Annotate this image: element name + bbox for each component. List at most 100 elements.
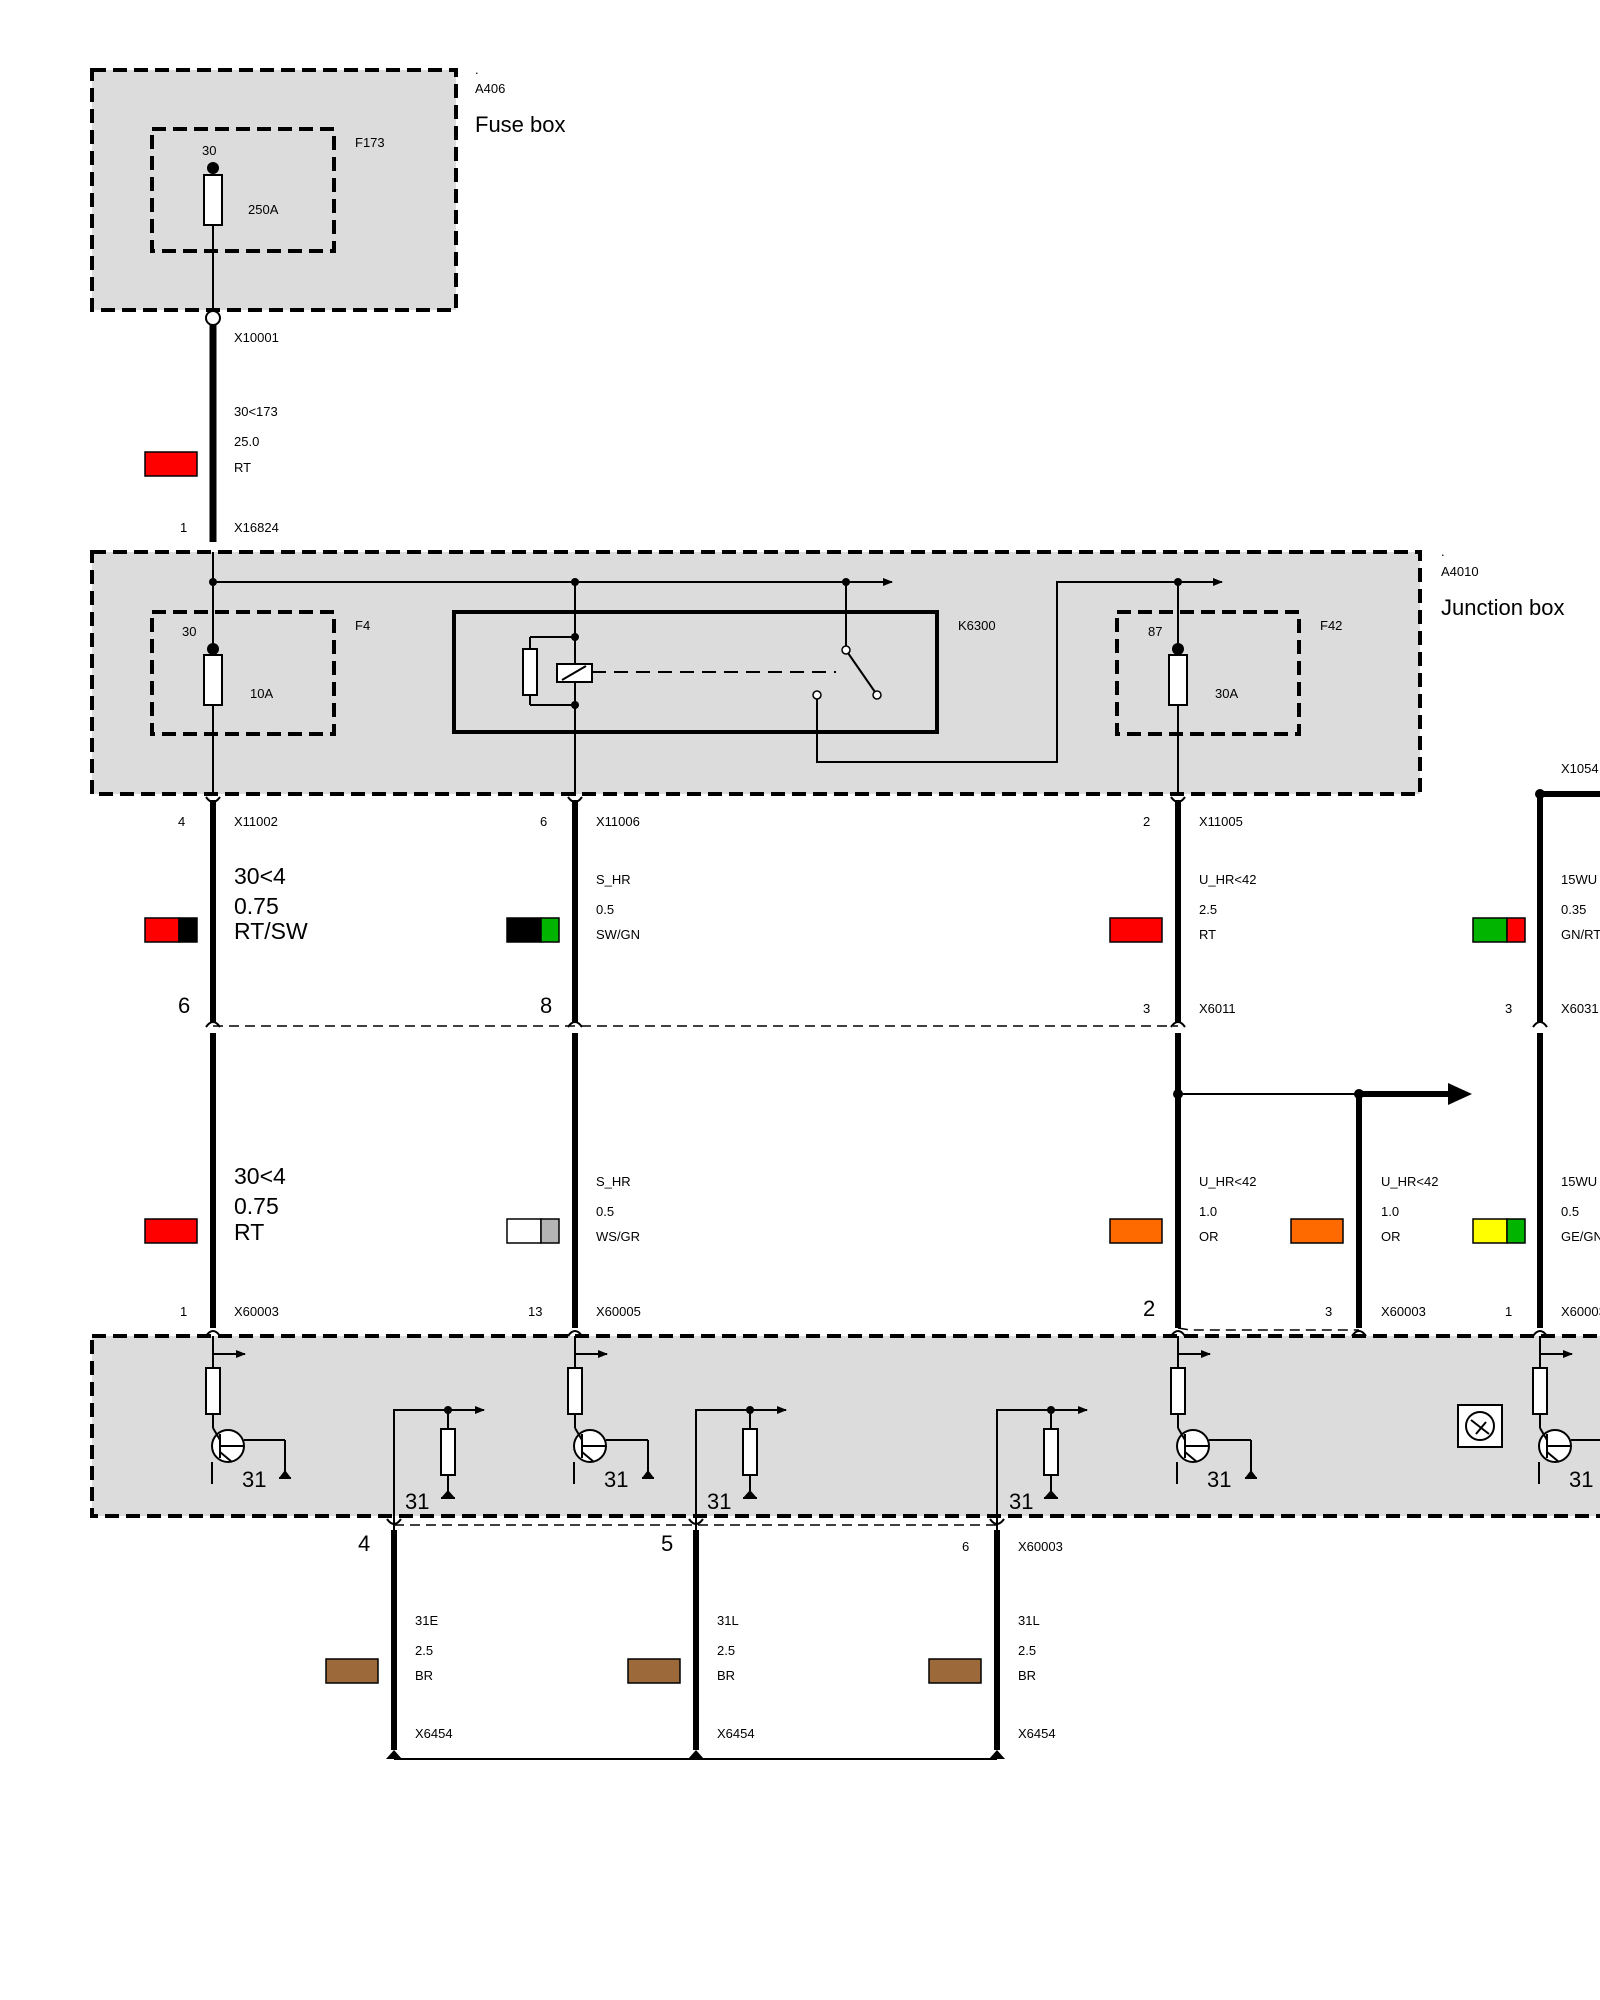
lower-wire-4-color: OR: [1381, 1229, 1401, 1244]
ground-label-5: 31: [405, 1489, 429, 1514]
mid-pin-6: 6: [178, 993, 190, 1018]
lower-wire-4-pin: 3: [1325, 1304, 1332, 1319]
wire-relay-pin: 6: [540, 814, 547, 829]
connector-x6031-label: X6031: [1561, 1001, 1599, 1016]
fuse-f173-pin: 30: [202, 143, 216, 158]
fuse-f173-symbol: [203, 174, 223, 226]
splice-node-a: [1173, 1089, 1183, 1099]
fuse-box-a406: [90, 68, 458, 326]
wire-f42-size: 2.5: [1199, 902, 1217, 917]
wire-f42-code: U_HR<42: [1199, 872, 1256, 887]
wire-main-size: 25.0: [234, 434, 259, 449]
connector-x16824-label: X16824: [234, 520, 279, 535]
lower-wire-1-code: 30<4: [234, 1163, 286, 1189]
wire-f42-color: RT: [1199, 927, 1216, 942]
relay-switch-contact: [847, 652, 876, 693]
lower-wire-1-color: RT: [234, 1219, 264, 1245]
wire-f4-pin: 4: [178, 814, 185, 829]
lower-wire-swatches: [144, 1218, 1526, 1244]
upper-wire-swatches: [144, 917, 1526, 943]
lower-wire-2-pin: 13: [528, 1304, 542, 1319]
wire-relay-code: S_HR: [596, 872, 631, 887]
lower-wire-4-size: 1.0: [1381, 1204, 1399, 1219]
connector-hooks-junction: [205, 796, 1186, 803]
ground-wire-1-connector: X6454: [415, 1726, 453, 1741]
ground-label-3: 31: [1207, 1467, 1231, 1492]
ecu-ground-stage-dots: [441, 1406, 1058, 1498]
lower-wire-5-connector: X60003: [1561, 1304, 1600, 1319]
ground-wire-3-pin-connector: X60003: [1018, 1539, 1063, 1554]
lower-wire-3-code: U_HR<42: [1199, 1174, 1256, 1189]
relay-k6300-frame: [452, 610, 939, 734]
lower-wire-lines: [210, 1033, 1543, 1328]
mid-pin-x6031: 3: [1505, 1001, 1512, 1016]
wire-f42-pin: 2: [1143, 814, 1150, 829]
lower-wire-1-pin: 1: [180, 1304, 187, 1319]
ground-bus: [386, 1750, 1005, 1760]
lower-wire-2-size: 0.5: [596, 1204, 614, 1219]
fuse-box-title: Fuse box: [475, 112, 566, 137]
lower-wire-1-size: 0.75: [234, 1193, 279, 1219]
connector-x11005-label: X11005: [1199, 814, 1243, 829]
connector-x10001-pin: [205, 310, 221, 326]
ecu-input-stages: [205, 1336, 1600, 1484]
connector-x1054-node: [1535, 789, 1545, 799]
fuse-f4-symbol: [203, 654, 223, 706]
junction-box-id: A4010: [1441, 564, 1479, 579]
wire-f4-color: RT/SW: [234, 918, 308, 944]
lower-wire-4-code: U_HR<42: [1381, 1174, 1438, 1189]
lower-wire-5-code: 15WU: [1561, 1174, 1597, 1189]
connector-x11002-label: X11002: [234, 814, 278, 829]
mid-pin-8: 8: [540, 993, 552, 1018]
lower-wire-5-size: 0.5: [1561, 1204, 1579, 1219]
upper-wire-lines: [210, 791, 1600, 1022]
lower-wire-4-connector: X60003: [1381, 1304, 1426, 1319]
ground-wire-2-color: BR: [717, 1668, 735, 1683]
junction-box-a4010: [90, 550, 1422, 796]
fuse-f42-label: F42: [1320, 618, 1342, 633]
lower-wire-1-connector: X60003: [234, 1304, 279, 1319]
lower-connector-link: [1177, 1327, 1359, 1331]
relay-k6300-label: K6300: [958, 618, 996, 633]
connector-hooks-ecu: [205, 1330, 1548, 1337]
wire-f4-code: 30<4: [234, 863, 286, 889]
lower-wire-3-color: OR: [1199, 1229, 1219, 1244]
lower-wire-2-code: S_HR: [596, 1174, 631, 1189]
fuse-f173-rating: 250A: [248, 202, 279, 217]
ground-wire-3-size: 2.5: [1018, 1643, 1036, 1658]
ground-wire-2-connector: X6454: [717, 1726, 755, 1741]
ground-wire-1-color: BR: [415, 1668, 433, 1683]
wire-relay-color: SW/GN: [596, 927, 640, 942]
ground-wire-3-code: 31L: [1018, 1613, 1040, 1628]
ground-label-7: 31: [1009, 1489, 1033, 1514]
wire-main-code: 30<173: [234, 404, 278, 419]
fuse-box-id: A406: [475, 81, 505, 96]
fuse-f42-rating: 30A: [1215, 686, 1238, 701]
connector-x11006-label: X11006: [596, 814, 640, 829]
ecu-ground-dots: [279, 1470, 1257, 1478]
fuse-f42-symbol: [1168, 654, 1188, 706]
wire-15wu-size: 0.35: [1561, 902, 1586, 917]
ground-label-1: 31: [242, 1467, 266, 1492]
connector-hooks-ground: [386, 1518, 1005, 1525]
wire-15wu-code: 15WU: [1561, 872, 1597, 887]
ground-label-6: 31: [707, 1489, 731, 1514]
temperature-sensor-icon: [1457, 1404, 1503, 1448]
fuse-f4-label: F4: [355, 618, 370, 633]
junction-box-dot: .: [1441, 544, 1445, 559]
fuse-f42-pin: 87: [1148, 624, 1162, 639]
ground-wire-3-connector: X6454: [1018, 1726, 1056, 1741]
ground-wire-2-pin: 5: [661, 1531, 673, 1556]
relay-resistor-symbol: [522, 648, 538, 696]
wire-relay-size: 0.5: [596, 902, 614, 917]
ground-wire-3-color: BR: [1018, 1668, 1036, 1683]
junction-box-title: Junction box: [1441, 595, 1565, 620]
fuse-f4-rating: 10A: [250, 686, 273, 701]
connector-hooks-mid: [205, 1021, 1548, 1028]
wire-main-color: RT: [234, 460, 251, 475]
mid-pin-x6011: 3: [1143, 1001, 1150, 1016]
fuse-box-dot: .: [475, 62, 479, 77]
ground-label-4: 31: [1569, 1467, 1593, 1492]
fuse-f4-pin: 30: [182, 624, 196, 639]
